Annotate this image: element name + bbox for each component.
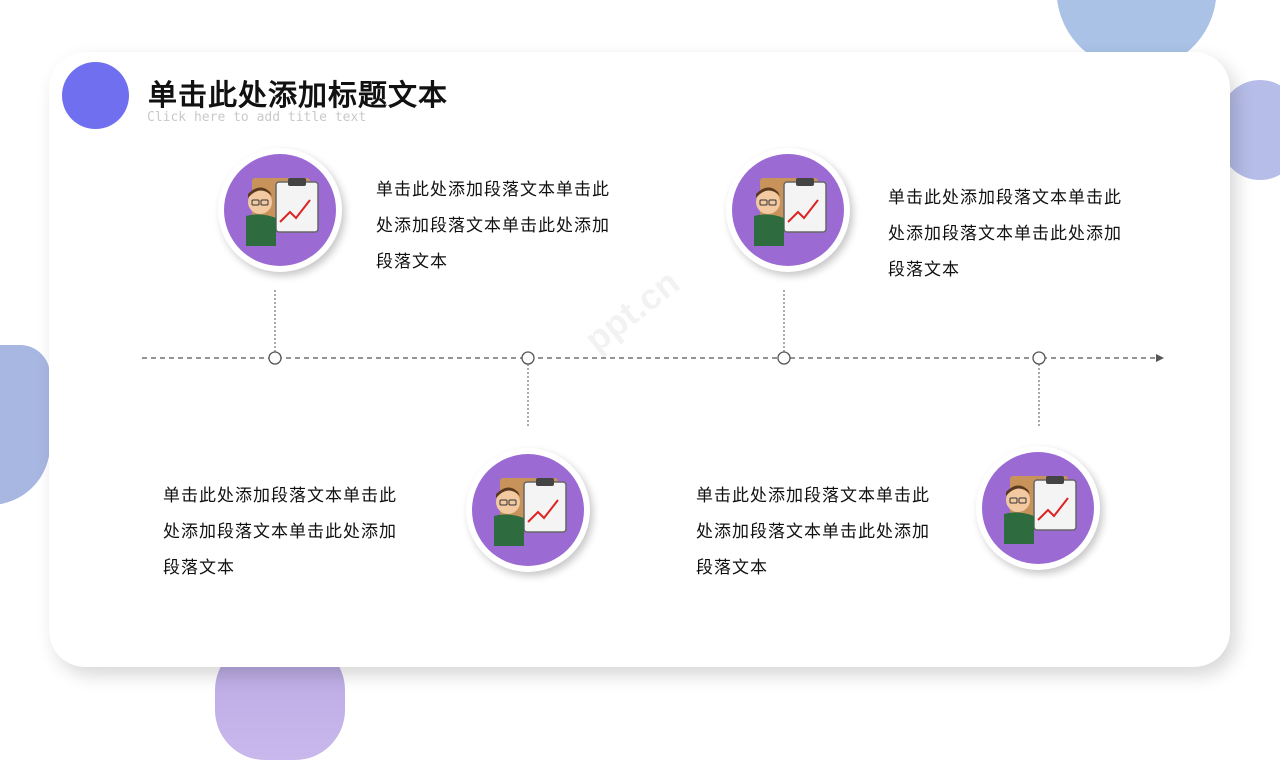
page-title[interactable]: 单击此处添加标题文本 bbox=[148, 78, 449, 112]
item-2-icon-badge bbox=[726, 148, 850, 272]
timeline-node-1 bbox=[268, 351, 282, 365]
timeline-node-2 bbox=[521, 351, 535, 365]
title-dot bbox=[62, 62, 129, 129]
decor-shape-right bbox=[1220, 80, 1280, 180]
page-subtitle[interactable]: Click here to add title text bbox=[147, 110, 367, 125]
teacher-chart-icon bbox=[754, 178, 827, 246]
item-3-text[interactable]: 单击此处添加段落文本单击此处添加段落文本单击此处添加段落文本 bbox=[163, 486, 397, 578]
teacher-chart-icon bbox=[494, 478, 567, 546]
item-1-icon-badge bbox=[218, 148, 342, 272]
item-1-text[interactable]: 单击此处添加段落文本单击此处添加段落文本单击此处添加段落文本 bbox=[376, 180, 610, 272]
item-4-icon-badge bbox=[976, 446, 1100, 570]
timeline-arrow-icon bbox=[1156, 354, 1164, 362]
teacher-chart-icon bbox=[1004, 476, 1077, 544]
timeline-node-3 bbox=[777, 351, 791, 365]
item-3-icon-badge bbox=[466, 448, 590, 572]
item-2-text[interactable]: 单击此处添加段落文本单击此处添加段落文本单击此处添加段落文本 bbox=[888, 188, 1122, 280]
item-4-text[interactable]: 单击此处添加段落文本单击此处添加段落文本单击此处添加段落文本 bbox=[696, 486, 930, 578]
timeline-node-4 bbox=[1032, 351, 1046, 365]
timeline bbox=[142, 290, 1164, 428]
teacher-chart-icon bbox=[246, 178, 319, 246]
